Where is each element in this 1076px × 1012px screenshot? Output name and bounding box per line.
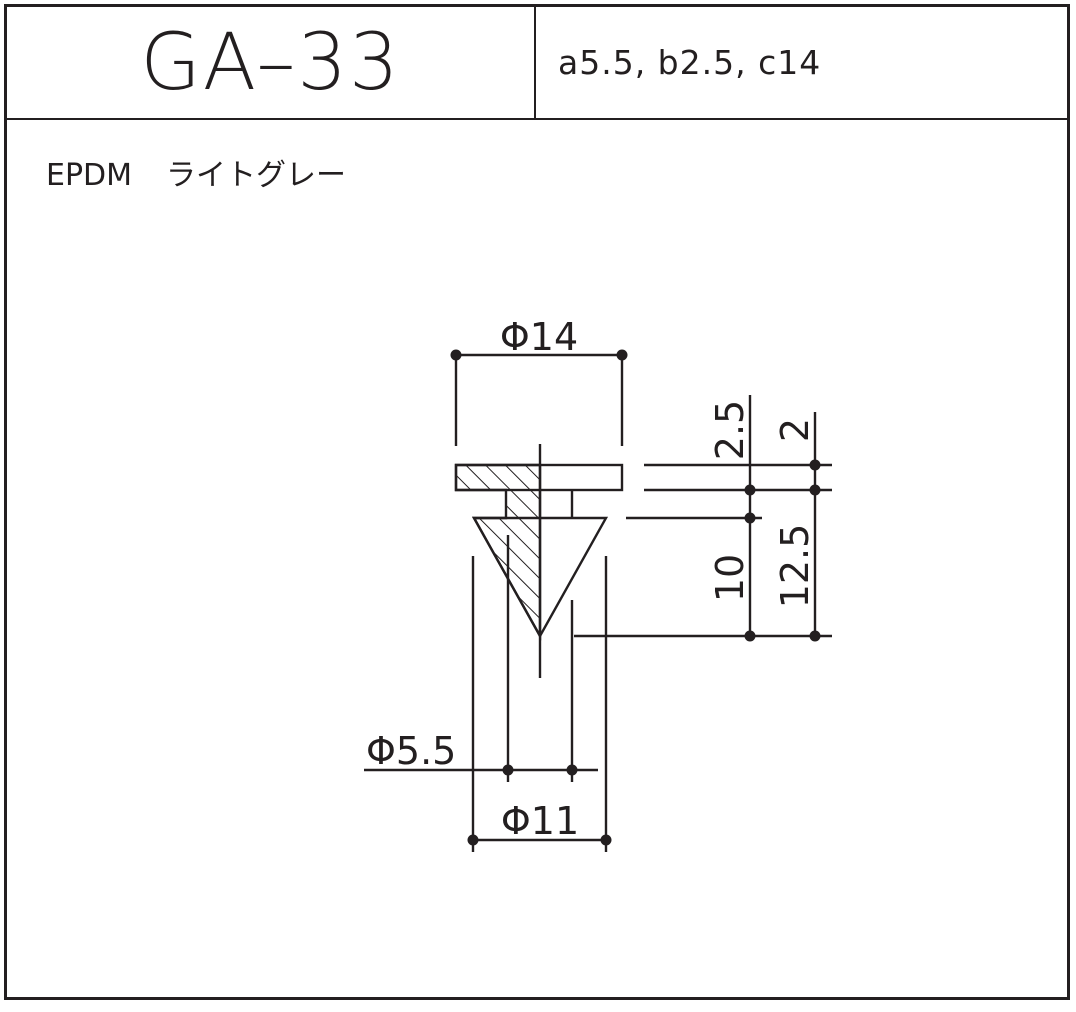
dimension-dot: [502, 764, 514, 776]
dimension-dot: [600, 834, 612, 846]
label-thickness-top: 2.5: [708, 400, 752, 460]
material-color: ライトグレー: [166, 158, 347, 193]
label-cone-diameter: Φ11: [501, 799, 579, 843]
dimension-summary: a5.5, b2.5, c14: [558, 43, 822, 82]
drawing-frame: [4, 4, 1070, 1000]
hatched-section: [454, 463, 542, 641]
part-code: GA–33: [140, 17, 401, 108]
dimension-dot: [809, 630, 821, 642]
dimension-dot: [744, 484, 756, 496]
label-top-diameter: Φ14: [500, 315, 578, 359]
dimension-dot: [467, 834, 479, 846]
label-total-lower-height: 12.5: [773, 524, 817, 609]
header-column-divider: [534, 4, 536, 120]
label-stem-diameter: Φ5.5: [366, 729, 456, 773]
dimension-markers: [450, 349, 821, 846]
dimension-dot: [450, 349, 462, 361]
dimension-dot: [744, 630, 756, 642]
header-divider: [4, 118, 1070, 120]
label-gap-height: 2: [773, 418, 817, 442]
dimension-dot: [809, 459, 821, 471]
material-label: EPDM ライトグレー: [46, 150, 346, 194]
label-cone-height: 10: [708, 554, 752, 602]
dimension-dot: [809, 484, 821, 496]
dimension-dot: [616, 349, 628, 361]
dimension-dot: [744, 512, 756, 524]
dimension-dot: [566, 764, 578, 776]
material-name: EPDM: [46, 158, 133, 193]
